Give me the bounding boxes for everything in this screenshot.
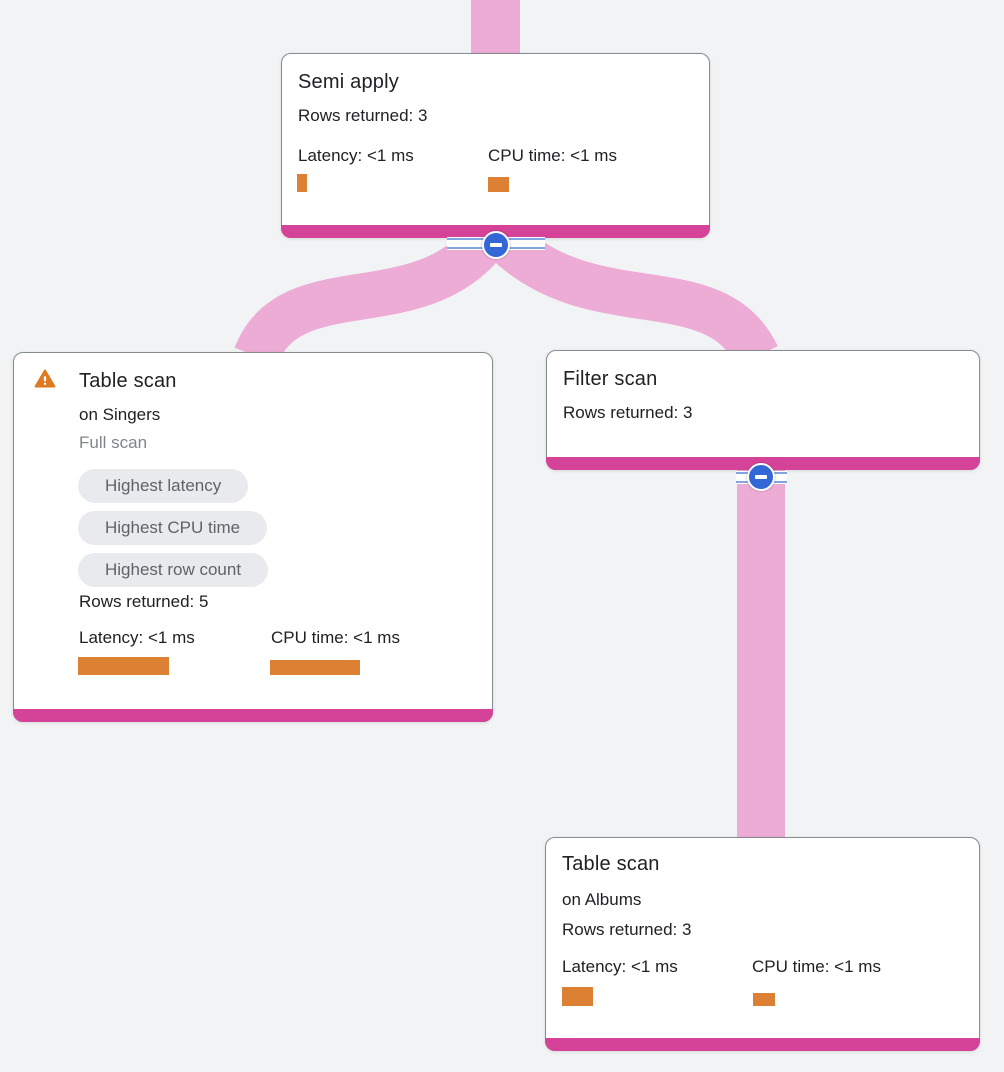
node-card-filter-scan[interactable]: Filter scan Rows returned: 3 bbox=[546, 350, 980, 470]
edge-semi-apply-to-filter-scan bbox=[492, 225, 778, 368]
cpu-time-bar bbox=[488, 177, 509, 192]
node-title: Table scan bbox=[79, 370, 177, 392]
node-card-semi-apply[interactable]: Semi apply Rows returned: 3 Latency: <1 … bbox=[281, 53, 710, 238]
rows-returned-label: Rows returned: 3 bbox=[562, 920, 692, 939]
node-title: Filter scan bbox=[563, 368, 658, 390]
node-card-table-scan-singers[interactable]: Table scan on Singers Full scan Highest … bbox=[13, 352, 493, 722]
collapse-button-filter-scan[interactable] bbox=[747, 463, 775, 491]
warning-icon bbox=[34, 368, 56, 390]
minus-icon bbox=[490, 243, 502, 247]
cpu-time-bar bbox=[270, 660, 360, 675]
badge-highest-cpu-time: Highest CPU time bbox=[78, 511, 268, 545]
latency-bar bbox=[78, 657, 169, 675]
node-footer-bar bbox=[13, 709, 493, 722]
node-footer-bar bbox=[545, 1038, 980, 1051]
node-title: Table scan bbox=[562, 853, 660, 875]
node-title: Semi apply bbox=[298, 71, 399, 93]
collapse-button-semi-apply[interactable] bbox=[482, 231, 510, 259]
rows-returned-label: Rows returned: 3 bbox=[563, 403, 693, 422]
rows-returned-label: Rows returned: 3 bbox=[298, 106, 428, 125]
latency-bar bbox=[297, 174, 307, 192]
minus-icon bbox=[755, 475, 767, 479]
badge-highest-latency: Highest latency bbox=[78, 469, 249, 503]
edge-semi-apply-to-table-scan-singers bbox=[234, 227, 501, 366]
rows-returned-label: Rows returned: 5 bbox=[79, 592, 209, 611]
cpu-time-label: CPU time: <1 ms bbox=[271, 628, 400, 647]
latency-label: Latency: <1 ms bbox=[562, 957, 678, 976]
cpu-time-label: CPU time: <1 ms bbox=[752, 957, 881, 976]
cpu-time-label: CPU time: <1 ms bbox=[488, 146, 617, 165]
latency-label: Latency: <1 ms bbox=[79, 628, 195, 647]
scan-target-label: on Albums bbox=[562, 890, 642, 909]
latency-label: Latency: <1 ms bbox=[298, 146, 414, 165]
full-scan-label: Full scan bbox=[79, 433, 148, 452]
badge-highest-row-count: Highest row count bbox=[78, 553, 269, 587]
node-card-table-scan-albums[interactable]: Table scan on Albums Rows returned: 3 La… bbox=[545, 837, 980, 1051]
scan-target-label: on Singers bbox=[79, 405, 161, 424]
latency-bar bbox=[562, 987, 593, 1006]
cpu-time-bar bbox=[753, 993, 775, 1006]
